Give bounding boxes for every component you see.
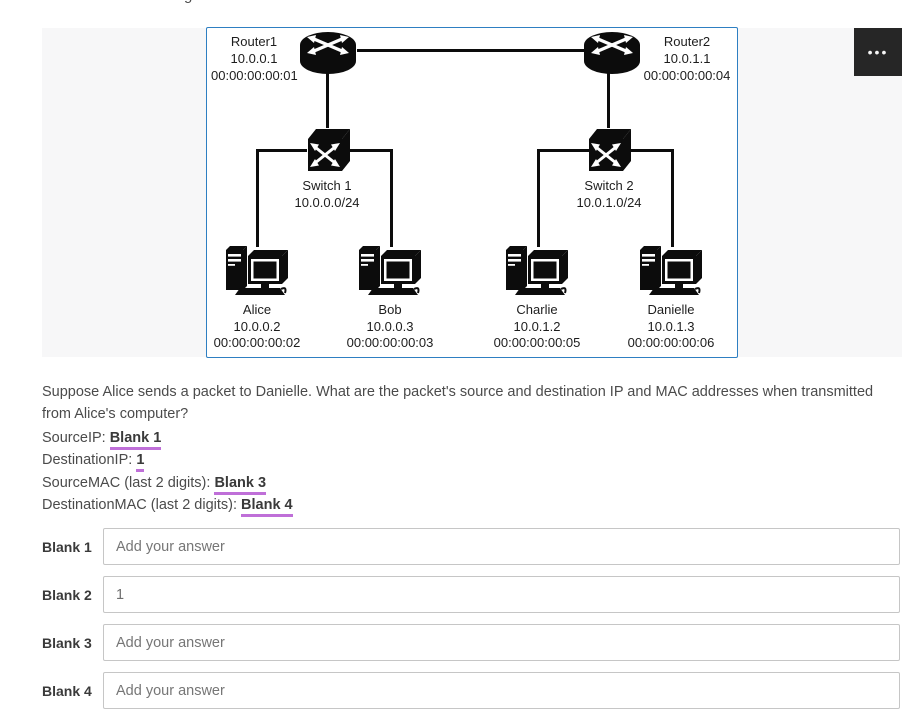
switch1-icon (306, 125, 350, 173)
link-switch1-right-arm (349, 149, 393, 152)
host-bob-label: Bob 10.0.0.3 00:00:00:00:03 (346, 302, 434, 350)
link-switch2-charlie (537, 149, 540, 247)
link-switch1-alice (256, 149, 259, 247)
network-diagram: Router1 10.0.0.1 00:00:00:00:01 Router2 … (206, 27, 738, 358)
blank-3-label: Blank 3 (42, 635, 92, 651)
question-line-source-mac: SourceMAC (last 2 digits): Blank 3 (42, 472, 902, 495)
link-router1-router2 (357, 49, 601, 52)
cutoff-text: g (182, 0, 202, 6)
blank-1-label: Blank 1 (42, 539, 92, 555)
link-switch2-left-arm (538, 149, 589, 152)
switch2-label: Switch 2 10.0.1.0/24 (576, 178, 642, 210)
blank-3-input[interactable] (103, 624, 900, 661)
link-switch2-danielle (671, 149, 674, 247)
host-alice-label: Alice 10.0.0.2 00:00:00:00:02 (213, 302, 301, 350)
router1-icon (297, 30, 359, 76)
router2-label: Router2 10.0.1.1 00:00:00:00:04 (643, 34, 731, 83)
question-line-destination-mac: DestinationMAC (last 2 digits): Blank 4 (42, 494, 902, 518)
blank-4-input[interactable] (103, 672, 900, 709)
blank-3-marker: Blank 3 (214, 474, 267, 495)
question-prompt: Suppose Alice sends a packet to Danielle… (42, 384, 874, 423)
router2-icon (581, 30, 643, 76)
blank-1-input[interactable] (103, 528, 900, 565)
link-router1-switch1 (326, 70, 329, 128)
host-charlie-icon (504, 244, 570, 296)
more-options-button[interactable]: ••• (854, 28, 902, 76)
link-router2-switch2 (607, 70, 610, 128)
host-alice-icon (224, 244, 290, 296)
blank-1-marker: Blank 1 (109, 429, 162, 450)
router1-label: Router1 10.0.0.1 00:00:00:00:01 (211, 34, 298, 83)
question-body: Suppose Alice sends a packet to Danielle… (42, 381, 902, 518)
switch1-label: Switch 1 10.0.0.0/24 (294, 178, 360, 210)
host-danielle-label: Danielle 10.0.1.3 00:00:00:00:06 (627, 302, 715, 350)
host-charlie-label: Charlie 10.0.1.2 00:00:00:00:05 (493, 302, 581, 350)
link-switch2-right-arm (630, 149, 673, 152)
blank-2-input[interactable] (103, 576, 900, 613)
host-danielle-icon (638, 244, 704, 296)
host-bob-icon (357, 244, 423, 296)
blank-4-marker: Blank 4 (241, 497, 293, 518)
blank-2-marker: 1 (136, 452, 145, 473)
question-line-source-ip: SourceIP: Blank 1 (42, 427, 902, 450)
question-line-destination-ip: DestinationIP: 1 (42, 449, 902, 473)
blank-4-label: Blank 4 (42, 683, 92, 699)
ellipsis-icon: ••• (867, 44, 889, 60)
link-switch1-bob (390, 149, 393, 247)
blank-2-label: Blank 2 (42, 587, 92, 603)
switch2-icon (587, 125, 631, 173)
link-switch1-left-arm (257, 149, 307, 152)
